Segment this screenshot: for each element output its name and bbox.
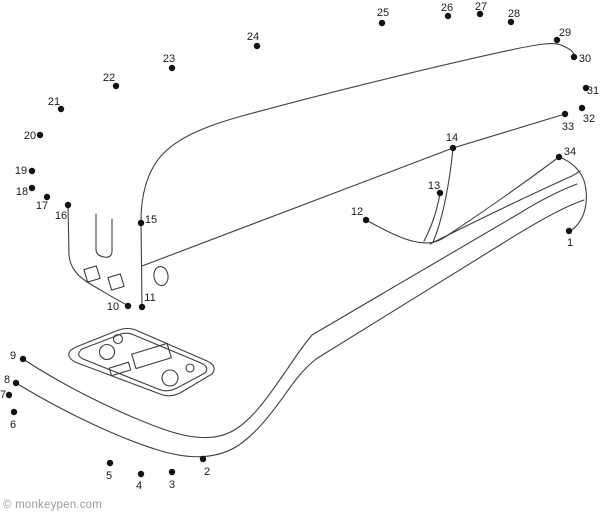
dot-9 [19, 355, 27, 363]
dot-label-8: 8 [4, 374, 10, 386]
dot-5 [106, 459, 114, 467]
dot-24 [253, 42, 261, 50]
dot-30 [570, 53, 578, 61]
anvil-plate-inner [78, 332, 208, 392]
dot-label-24: 24 [247, 31, 259, 43]
dot-label-19: 19 [15, 165, 27, 177]
dot-2 [199, 455, 207, 463]
dot-34 [555, 153, 563, 161]
base-right-cap [558, 156, 587, 232]
anvil-plate-outer [68, 327, 215, 397]
dot-16 [64, 201, 72, 209]
dot-label-10: 10 [107, 301, 119, 313]
dot-8 [12, 379, 20, 387]
dot-7 [5, 391, 13, 399]
dot-label-5: 5 [106, 470, 112, 482]
dot-label-6: 6 [10, 419, 16, 431]
dot-label-15: 15 [145, 214, 157, 226]
base-top-edge [22, 183, 578, 439]
dot-label-20: 20 [24, 130, 36, 142]
dot-31 [582, 84, 590, 92]
hinge-curve-14 [432, 147, 454, 243]
dot-20 [36, 131, 44, 139]
front-square-right [107, 273, 125, 291]
dot-label-25: 25 [377, 7, 389, 19]
plate-hole-large-bottom [161, 369, 179, 387]
dot-label-33: 33 [562, 121, 574, 133]
plate-hole-small-right [185, 363, 195, 373]
front-left-edge [67, 205, 128, 306]
dot-29 [553, 36, 561, 44]
dot-13 [436, 189, 444, 197]
dot-12 [362, 216, 370, 224]
dot-label-30: 30 [579, 53, 591, 65]
dot-label-32: 32 [583, 113, 595, 125]
dot-label-18: 18 [16, 186, 28, 198]
dot-label-9: 9 [10, 350, 16, 362]
dot-17 [43, 193, 51, 201]
dot-10 [124, 302, 132, 310]
dot-label-7: 7 [0, 389, 6, 401]
dot-label-31: 31 [587, 85, 599, 97]
dot-32 [578, 104, 586, 112]
dot-1 [565, 227, 573, 235]
dot-11 [138, 303, 146, 311]
dot-label-21: 21 [48, 96, 60, 108]
dot-label-12: 12 [351, 206, 363, 218]
dot-label-28: 28 [508, 8, 520, 20]
dot-label-27: 27 [475, 1, 487, 13]
deck-far-edge [429, 170, 581, 245]
plate-hole-small-top [112, 333, 124, 345]
dot-label-17: 17 [36, 200, 48, 212]
plate-slot-small [108, 361, 132, 377]
base-bottom-edge [15, 199, 585, 458]
dot-14 [449, 144, 457, 152]
dot-21 [57, 105, 65, 113]
dot-6 [10, 408, 18, 416]
dot-22 [112, 82, 120, 90]
dot-4 [137, 470, 145, 478]
dot-label-23: 23 [163, 53, 175, 65]
dot-label-26: 26 [441, 2, 453, 14]
dot-label-13: 13 [428, 180, 440, 192]
hinge-curve-12-34 [365, 156, 560, 244]
dot-label-22: 22 [103, 72, 115, 84]
plate-slot-large [131, 342, 172, 370]
dot-23 [168, 64, 176, 72]
watermark-text: © monkeypen.com [3, 499, 103, 511]
dot-19 [28, 167, 36, 175]
dot-18 [28, 184, 36, 192]
arm-underside-line [141, 113, 566, 267]
dot-33 [561, 110, 569, 118]
numbered-dots-layer: 1234567891011121314151617181920212223242… [0, 1, 599, 492]
plate-hole-large-left [98, 343, 116, 361]
arm-top-outline [140, 43, 575, 308]
dot-label-3: 3 [169, 479, 175, 491]
dot-27 [476, 10, 484, 18]
dot-label-14: 14 [446, 132, 458, 144]
staple-slot [95, 213, 113, 258]
front-oval [153, 265, 169, 287]
dot-label-16: 16 [55, 210, 67, 222]
dot-15 [137, 219, 145, 227]
dot-label-34: 34 [564, 146, 576, 158]
dot-label-2: 2 [204, 466, 210, 478]
dot-3 [168, 468, 176, 476]
front-square-left [83, 265, 101, 283]
dot-label-29: 29 [559, 27, 571, 39]
dot-28 [507, 18, 515, 26]
dot-label-1: 1 [567, 237, 573, 249]
dot-label-4: 4 [136, 480, 142, 492]
dot-25 [378, 19, 386, 27]
dot-label-11: 11 [144, 292, 155, 304]
dot-26 [444, 12, 452, 20]
hinge-curve-13 [423, 192, 441, 242]
